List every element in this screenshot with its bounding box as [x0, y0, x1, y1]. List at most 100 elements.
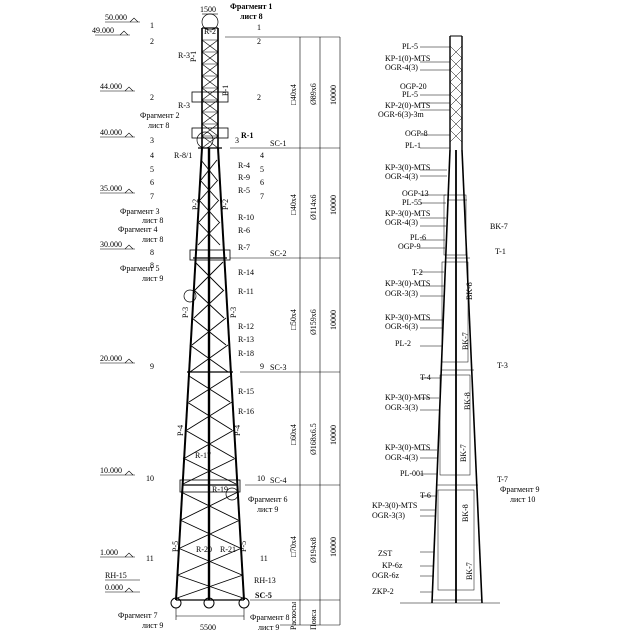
ring-label: R-10 — [238, 213, 254, 222]
section-cut-number: 6 — [260, 178, 264, 187]
leg-label: P-5 — [171, 541, 180, 552]
right-label: T-2 — [412, 268, 423, 277]
right-label: OGR-6(3)-3m — [378, 110, 425, 119]
right-label: OGR-4(3) — [385, 172, 418, 181]
right-label: KP-2(0)-MTS — [385, 101, 430, 110]
right-side-labels: BK-7 T-1 T-3 T-7 — [490, 222, 508, 484]
ring-label: R-20 — [196, 545, 212, 554]
leg-labels: P-1 P-1 P-2 P-2 P-3 P-3 P-4 P-4 P-5 P-5 — [171, 51, 248, 552]
fragment-name: Фрагмент 5 — [120, 264, 159, 273]
bk-label: BK-8 — [465, 282, 474, 300]
ring-label: R-16 — [238, 407, 254, 416]
right-label: KP-3(0)-MTS — [385, 393, 430, 402]
section-cut-number: 9 — [260, 362, 264, 371]
section-cut-number: 4 — [260, 151, 264, 160]
length-spec: 10000 — [329, 310, 338, 330]
ring-label: R-1 — [241, 131, 253, 140]
section-cut-number: 3 — [235, 136, 239, 145]
ring-label: R-7 — [238, 243, 250, 252]
section-code: SC-2 — [270, 249, 286, 258]
ring-label: R-14 — [238, 268, 254, 277]
fragment-name: Фрагмент 9 — [500, 485, 539, 494]
right-label: OGR-6z — [372, 571, 400, 580]
length-spec: 10000 — [329, 425, 338, 445]
elevation-label: 0.000 — [105, 583, 123, 592]
bottom-dimension: 5500 — [200, 623, 216, 632]
right-label: KP-3(0)-MTS — [385, 163, 430, 172]
fragment-sheet: лист 8 — [142, 235, 163, 244]
right-side-label: T-3 — [497, 361, 508, 370]
right-leaders — [420, 46, 450, 593]
section-code: SC-1 — [270, 139, 286, 148]
section-cut-number: 10 — [146, 474, 154, 483]
leg-spec: Ø89x6 — [309, 83, 318, 105]
bk-label: BK-8 — [461, 504, 470, 522]
leg-spec: Ø194x8 — [309, 537, 318, 563]
elevation-labels: 50.000 49.000 44.000 40.000 35.000 30.00… — [92, 13, 127, 592]
section-cut-number: 11 — [260, 554, 268, 563]
column-header: Раскосы — [289, 601, 298, 630]
section-cut-number: 3 — [150, 136, 154, 145]
leg-label: P-4 — [176, 425, 185, 436]
fragment-sheet: лист 8 — [148, 121, 169, 130]
brace-spec: □40x4 — [289, 84, 298, 105]
fragment-sheet: лист 9 — [258, 623, 279, 632]
right-label: PL-2 — [395, 339, 411, 348]
ring-label: R-18 — [238, 349, 254, 358]
fragment-sheet: лист 9 — [257, 505, 278, 514]
ring-label: R-5 — [238, 186, 250, 195]
fragment-callouts: Фрагмент 1 лист 8 Фрагмент 2 лист 8 Фраг… — [118, 2, 539, 632]
right-label: PL-55 — [402, 198, 422, 207]
ring-label: R-8/1 — [174, 151, 192, 160]
section-specs: □40x4 Ø89x6 10000 □40x4 Ø114x6 10000 □50… — [289, 83, 338, 630]
section-cut-number: 2 — [150, 37, 154, 46]
section-cut-number: 10 — [257, 474, 265, 483]
section-code: SC-5 — [255, 591, 272, 600]
right-label: OGP-20 — [400, 82, 427, 91]
elevation-label: RH-15 — [105, 571, 127, 580]
right-label: OGR-4(3) — [385, 63, 418, 72]
fragment-name: Фрагмент 7 — [118, 611, 157, 620]
ring-label: R-3 — [178, 101, 190, 110]
leg-label: P-2 — [221, 199, 230, 210]
elevation-label: 35.000 — [100, 184, 122, 193]
length-spec: 10000 — [329, 195, 338, 215]
fragment-name: Фрагмент 4 — [118, 225, 157, 234]
elevation-label: 30.000 — [100, 240, 122, 249]
ring-label: R-6 — [238, 226, 250, 235]
ring-label: R-9 — [238, 173, 250, 182]
right-label: PL-6 — [410, 233, 426, 242]
bk-vertical-labels: BK-8 BK-7 BK-8 BK-7 BK-8 BK-7 — [459, 282, 474, 580]
right-label: KP-6z — [382, 561, 403, 570]
brace-spec: □70x4 — [289, 536, 298, 557]
right-label: OGR-3(3) — [372, 511, 405, 520]
bk-label: BK-7 — [459, 444, 468, 462]
ring-label: R-2 — [204, 27, 216, 36]
right-label: OGP-8 — [405, 129, 428, 138]
leg-label: P-4 — [233, 425, 242, 436]
bk-label: BK-7 — [461, 332, 470, 350]
right-label: KP-3(0)-MTS — [385, 209, 430, 218]
ring-label: R-11 — [238, 287, 254, 296]
section-cut-number: 8 — [150, 261, 154, 270]
right-label: KP-3(0)-MTS — [385, 313, 430, 322]
section-cut-number: 5 — [260, 165, 264, 174]
ring-label: R-4 — [238, 161, 250, 170]
ring-label: R-3 — [178, 51, 190, 60]
right-label: KP-1(0)-MTS — [385, 54, 430, 63]
right-label: OGR-3(3) — [385, 289, 418, 298]
right-label: T-6 — [420, 491, 431, 500]
bk-label: BK-8 — [463, 392, 472, 410]
leg-label: P-5 — [239, 541, 248, 552]
section-cut-number: 6 — [150, 178, 154, 187]
leg-spec: Ø168x6.5 — [309, 423, 318, 455]
ring-label: R-15 — [238, 387, 254, 396]
fragment-sheet: лист 9 — [142, 274, 163, 283]
section-cut-number: 2 — [257, 93, 261, 102]
section-cut-number: 1 — [257, 23, 261, 32]
ring-labels: R-2 R-3 R-1 R-3 R-8/1 R-4 R-9 R-5 R-10 R… — [174, 27, 276, 585]
fragment-name: Фрагмент 1 — [230, 2, 272, 11]
leg-label: P-3 — [229, 307, 238, 318]
elevation-label: 49.000 — [92, 26, 114, 35]
